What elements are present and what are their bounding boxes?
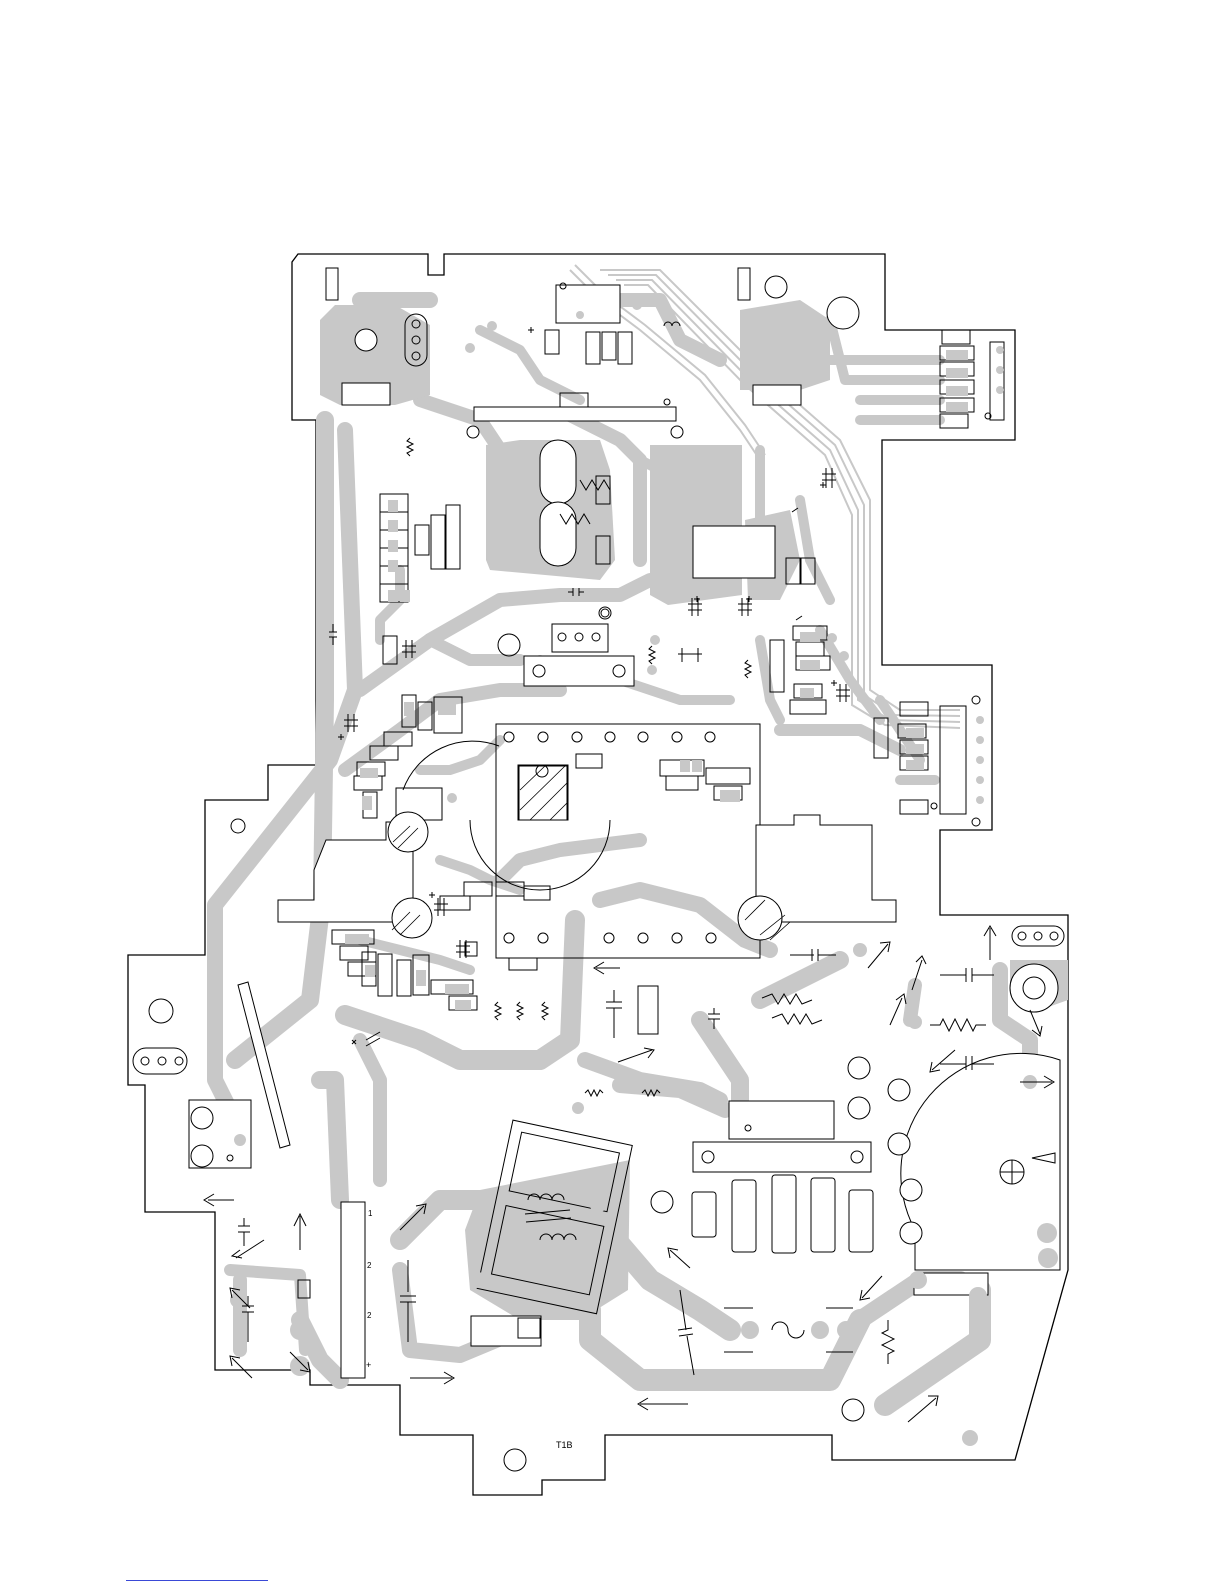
board-label: T1B [556, 1440, 573, 1450]
pin-label-plus: + [366, 1360, 371, 1370]
pin-label-2b: 2 [367, 1311, 372, 1320]
page-link-underline[interactable] [126, 1572, 268, 1581]
pin-label-1: 1 [368, 1209, 373, 1218]
pin-label-2a: 2 [367, 1261, 372, 1270]
